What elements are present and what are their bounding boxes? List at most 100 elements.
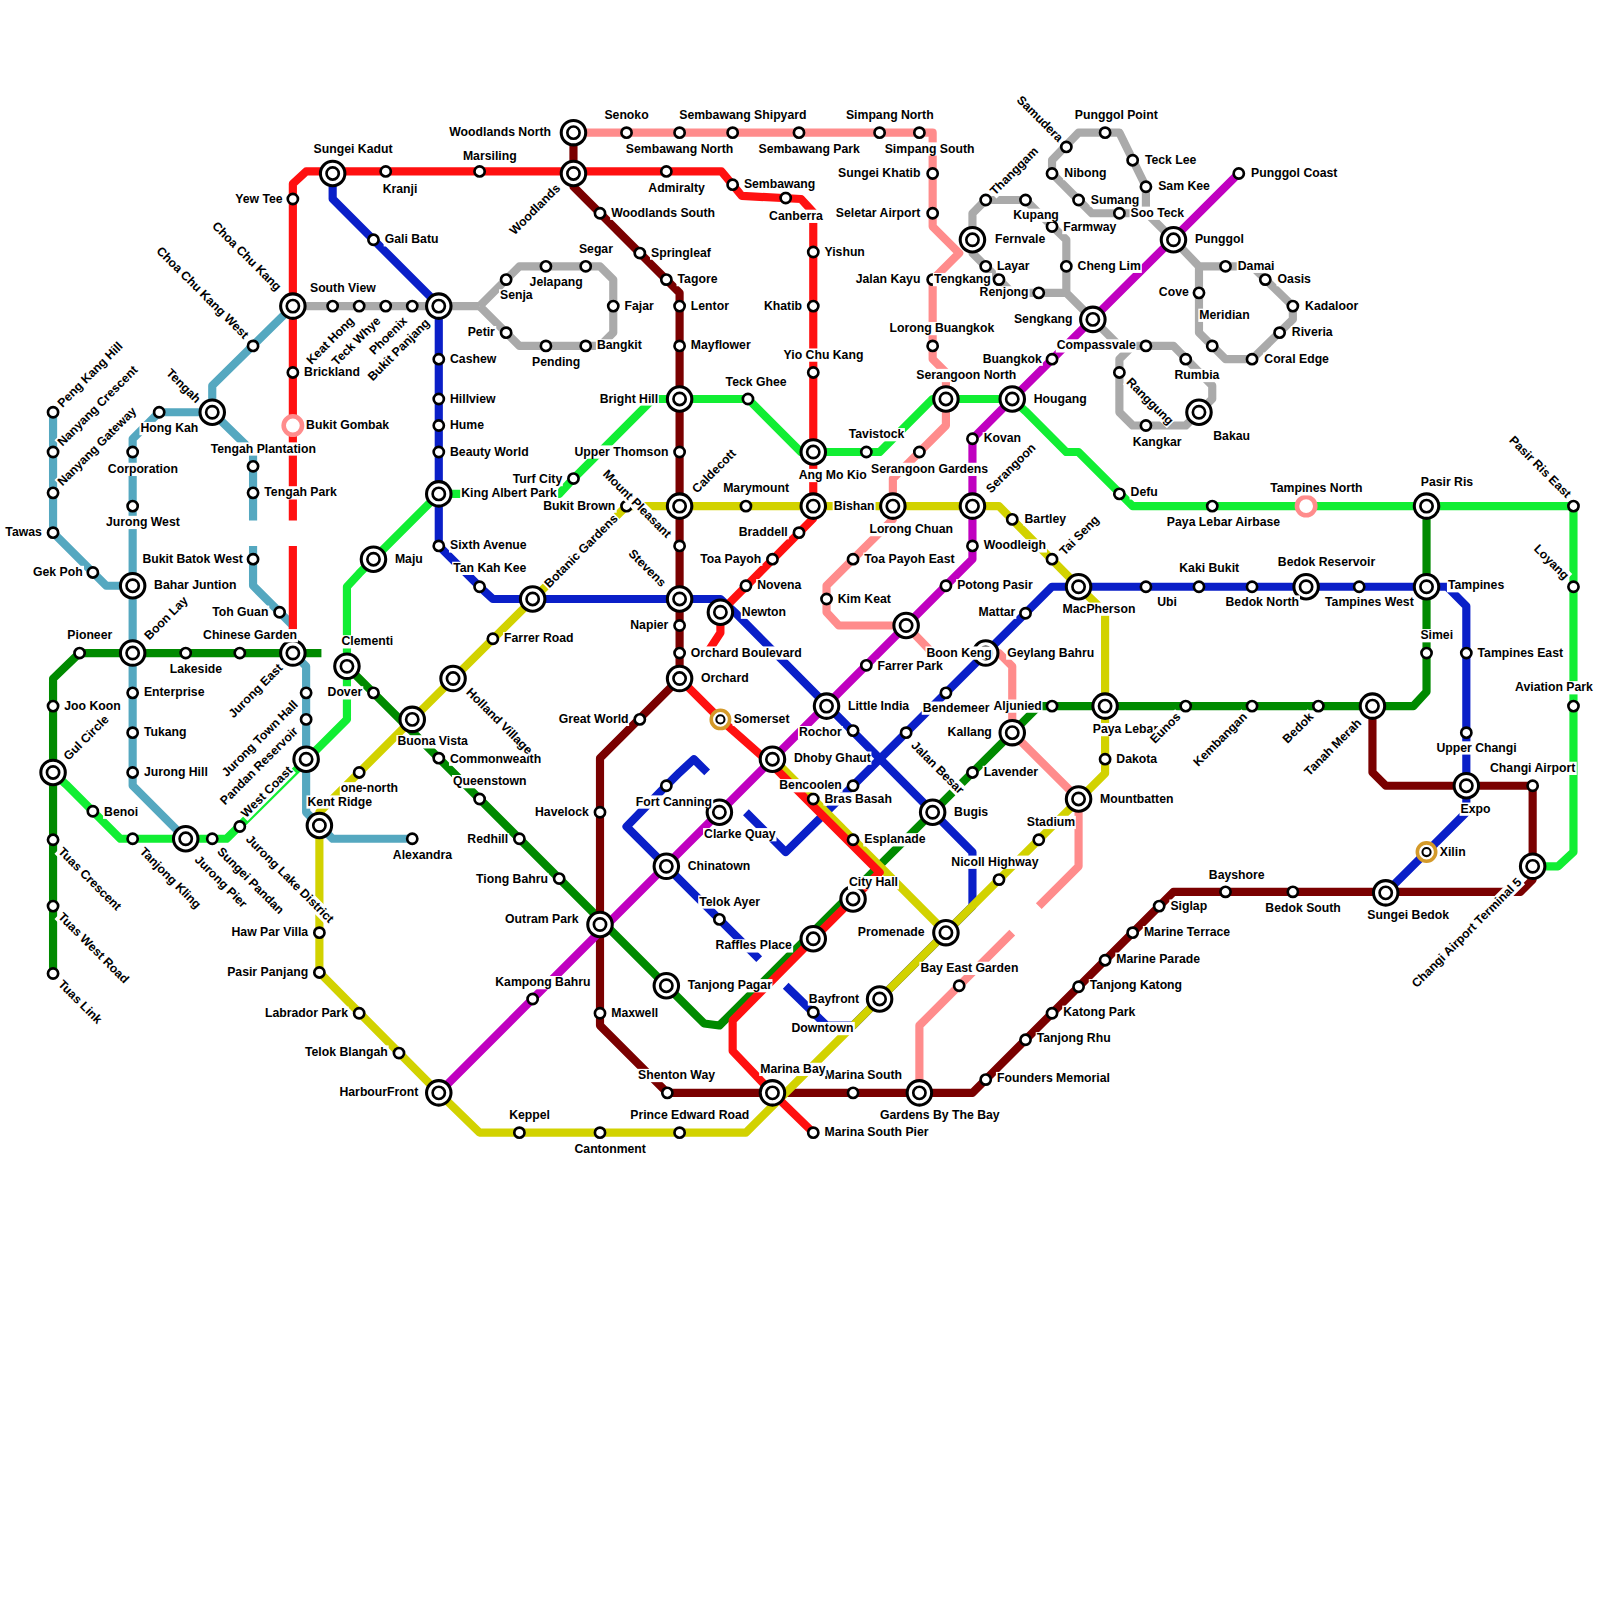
interchange-core [1193, 406, 1205, 418]
metro-line [333, 173, 973, 1025]
station-marker [595, 1128, 605, 1138]
station-marker [1047, 701, 1057, 711]
station-marker [1187, 400, 1211, 424]
station-marker [427, 482, 451, 506]
station-marker [294, 747, 318, 771]
station-label: Bay East Garden [919, 962, 1019, 975]
station-dot [1194, 288, 1204, 298]
station-label: Tengkang [933, 273, 992, 286]
station-label: Coral Edge [1263, 353, 1330, 366]
station-marker [821, 594, 831, 604]
station-dot [514, 1128, 524, 1138]
station-label: Tengah [163, 366, 204, 407]
station-label: Corporation [107, 463, 179, 476]
station-dot [914, 128, 924, 138]
station-label: Cheng Lim [1077, 260, 1142, 273]
station-marker [407, 834, 417, 844]
station-label: Kaki Bukit [1178, 562, 1240, 575]
interchange-ring [654, 973, 678, 997]
station-marker [207, 834, 217, 844]
station-label: Siglap [1169, 899, 1208, 912]
station-dot [48, 835, 58, 845]
station-dot [235, 821, 245, 831]
station-label: Kangkar [1132, 436, 1183, 449]
station-label: Compassvale [1056, 339, 1137, 352]
station-dot [1100, 955, 1110, 965]
station-marker [274, 607, 284, 617]
station-dot [621, 128, 631, 138]
station-marker [434, 447, 444, 457]
station-label: Lakeside [169, 663, 223, 676]
station-label: Tengah Plantation [210, 442, 317, 455]
station-marker [528, 994, 538, 1004]
station-marker [1100, 128, 1110, 138]
station-dot [861, 447, 871, 457]
station-marker [1114, 367, 1124, 377]
station-marker [427, 1081, 451, 1105]
station-dot [407, 834, 417, 844]
station-label: Sungei Khatib [837, 167, 921, 180]
interchange-ring [561, 161, 585, 185]
station-label: Tuas Crescent [54, 844, 124, 914]
interchange-core [660, 980, 672, 992]
station-dot [981, 195, 991, 205]
station-dot [674, 301, 684, 311]
station-label: Bishan [833, 499, 876, 512]
station-label: Katong Park [1062, 1006, 1136, 1019]
station-dot [595, 208, 605, 218]
station-label: Kampong Bahru [494, 976, 591, 989]
station-label: Marina South Pier [823, 1126, 929, 1139]
interchange-core [1006, 393, 1018, 405]
interchange-ring [1093, 694, 1117, 718]
station-marker [1461, 648, 1471, 658]
station-marker [861, 447, 871, 457]
station-dot [741, 501, 751, 511]
station-dot [1568, 582, 1578, 592]
station-label: Petir [467, 326, 496, 339]
station-marker [1128, 928, 1138, 938]
interchange-core [567, 127, 579, 139]
station-label: Oasis [1277, 273, 1312, 286]
station-dot [994, 274, 1004, 284]
station-label: Thanggam [987, 144, 1042, 199]
station-label: Punggol Point [1074, 109, 1159, 122]
interchange-ring [1066, 574, 1090, 598]
station-label: Segar [578, 242, 614, 255]
station-dot [474, 794, 484, 804]
station-marker [595, 208, 605, 218]
station-dot [714, 914, 724, 924]
station-marker [361, 547, 385, 571]
interchange-ring [667, 666, 691, 690]
station-dot [248, 341, 258, 351]
station-marker [1000, 720, 1024, 744]
interchange-ring [588, 912, 612, 936]
station-label: Dover [327, 686, 364, 699]
station-marker [674, 447, 684, 457]
station-dot [354, 1008, 364, 1018]
station-dot [488, 634, 498, 644]
station-label: Rumbia [1173, 369, 1220, 382]
station-dot [674, 341, 684, 351]
station-marker [1520, 854, 1544, 878]
station-dot [928, 341, 938, 351]
station-dot [808, 301, 818, 311]
interchange-core [900, 619, 912, 631]
future-station [284, 416, 302, 434]
station-label: Somerset [733, 713, 791, 726]
station-marker [1220, 261, 1230, 271]
station-dot [554, 873, 564, 883]
station-marker [661, 781, 671, 791]
station-marker [354, 301, 364, 311]
station-label: Tavistock [848, 428, 906, 441]
station-label: Bartley [1023, 513, 1067, 526]
station-dot [1047, 168, 1057, 178]
station-marker [941, 581, 951, 591]
station-label: Great World [558, 713, 630, 726]
station-marker [1066, 787, 1090, 811]
station-marker [894, 613, 918, 637]
station-label: Gardens By The Bay [879, 1109, 1001, 1122]
station-dot [128, 501, 138, 511]
station-dot [474, 166, 484, 176]
station-dot [74, 648, 84, 658]
station-marker [173, 827, 197, 851]
